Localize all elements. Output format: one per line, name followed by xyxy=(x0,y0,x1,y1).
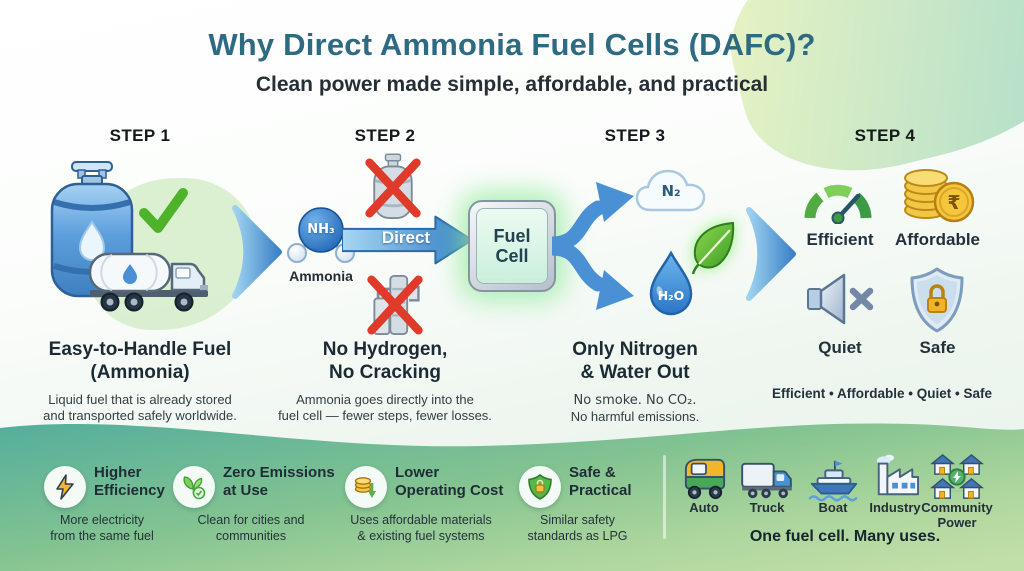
community-power-icon xyxy=(929,453,985,499)
house-bottom-right xyxy=(958,477,985,499)
h2o-label: H₂O xyxy=(657,288,685,303)
benefit-icon-circle xyxy=(345,466,387,508)
fuel-cell-box: Fuel Cell xyxy=(468,200,556,292)
split-arrows-icon xyxy=(552,182,634,310)
house-top-right xyxy=(958,453,985,475)
coins-down-icon xyxy=(354,477,376,498)
truck-wheels xyxy=(100,292,194,312)
step3-text: Only Nitrogen& Water Out No smoke. No CO… xyxy=(570,339,700,424)
rupee-symbol: ₹ xyxy=(947,192,960,214)
safe-label: Safe xyxy=(919,338,956,357)
n2-label: N₂ xyxy=(661,182,681,200)
benefit4-title: Safe &Practical xyxy=(569,464,632,499)
boat-label: Boat xyxy=(818,500,848,515)
truck-label: Truck xyxy=(749,500,785,515)
benefit-icon-circle xyxy=(519,466,561,508)
direct-arrow-icon xyxy=(342,215,473,265)
shield-check-icon xyxy=(528,474,552,500)
muted-speaker-icon xyxy=(807,273,874,325)
nitrogen-cloud-icon xyxy=(635,169,706,212)
efficient-label: Efficient xyxy=(806,230,874,249)
shield-lock-icon xyxy=(910,267,964,333)
step4-tagline: Efficient • Affordable • Quiet • Safe xyxy=(772,386,992,401)
quiet-label: Quiet xyxy=(818,338,862,357)
tanker-truck-icon xyxy=(88,252,208,312)
industry-label: Industry xyxy=(869,500,921,515)
crossed-cracking-plant-icon xyxy=(367,275,423,335)
truck-icon xyxy=(741,462,792,499)
water-droplet-icon xyxy=(649,250,693,316)
ammonia-label: Ammonia xyxy=(289,268,353,284)
crossed-hydrogen-tank-icon xyxy=(365,153,421,219)
step2-header: STEP 2 xyxy=(354,126,416,145)
factory-icon xyxy=(876,454,919,496)
step3-header: STEP 3 xyxy=(604,126,666,145)
direct-arrow-label: Direct xyxy=(381,228,431,247)
leaf-icon xyxy=(691,221,735,275)
checkmark-icon xyxy=(139,188,188,233)
sprout-icon xyxy=(183,476,206,500)
auto-rickshaw-icon xyxy=(684,458,726,499)
gauge-icon xyxy=(804,184,872,224)
page-subtitle: Clean power made simple, affordable, and… xyxy=(255,73,769,96)
step1-header: STEP 1 xyxy=(109,126,171,145)
community-power-label: Community Power xyxy=(921,500,993,530)
auto-label: Auto xyxy=(689,500,719,515)
fuel-cell-label: Fuel Cell xyxy=(476,208,548,284)
nh3-formula-label: NH₃ xyxy=(307,222,335,237)
use-cases-tagline: One fuel cell. Many uses. xyxy=(749,528,941,545)
benefit3-desc: Uses affordable materials& existing fuel… xyxy=(350,513,492,543)
house-bottom-left xyxy=(929,477,956,499)
chevron-arrow-icon xyxy=(746,207,796,301)
affordable-label: Affordable xyxy=(895,230,980,249)
step4-header: STEP 4 xyxy=(854,126,916,145)
coins-icon: ₹ xyxy=(904,169,975,223)
house-top-left xyxy=(929,453,956,475)
benefit-icon-circle xyxy=(44,466,86,508)
step1-text: Easy-to-Handle Fuel(Ammonia) Liquid fuel… xyxy=(43,339,237,423)
vertical-divider xyxy=(663,455,666,539)
step2-text: No Hydrogen,No Cracking Ammonia goes dir… xyxy=(278,339,492,423)
benefit-icon-circle xyxy=(173,466,215,508)
lightning-icon xyxy=(56,474,74,500)
bottom-band xyxy=(0,423,1024,571)
chevron-arrow-icon xyxy=(232,205,282,299)
boat-icon xyxy=(808,460,858,502)
page-title: Why Direct Ammonia Fuel Cells (DAFC)? xyxy=(208,27,816,62)
